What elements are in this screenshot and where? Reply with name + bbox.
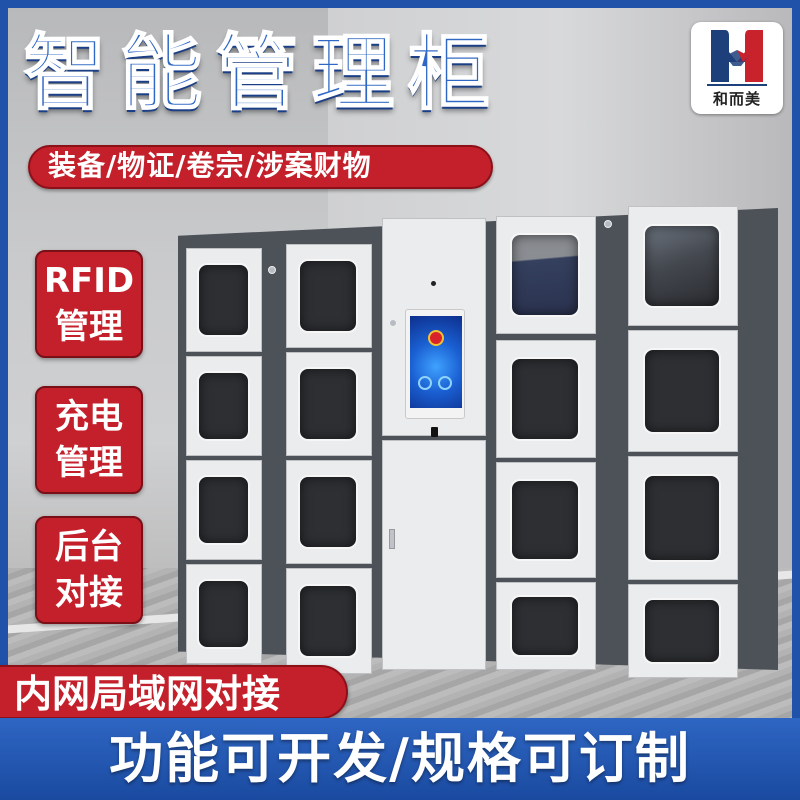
locker-window [643,474,721,562]
feature-line1: RFID [43,261,135,301]
locker-door [286,244,372,348]
locker-door [496,340,596,458]
lock-icon [389,319,397,327]
feature-line2: 管理 [55,443,123,483]
categories-pill: 装备/物证/卷宗/涉案财物 [28,145,493,189]
feature-line2: 管理 [55,307,123,347]
screen-display [410,316,462,408]
locker-door [496,462,596,578]
locker-door [186,356,262,456]
locker-door [496,216,596,334]
locker-door [286,568,372,674]
locker-window [196,263,250,337]
locker-window [196,578,250,650]
locker-door [628,584,738,678]
camera-icon [431,281,436,286]
storage-door [382,440,486,670]
touch-screen [405,309,465,419]
locker-door [286,460,372,564]
room-background: 智能管理柜 和而美 装备/物证/卷宗/涉案财物 RFID 管理 充电 管理 后台… [8,8,792,732]
lock-icon [268,266,276,274]
locker-door [628,330,738,452]
locker-window [643,347,721,435]
feature-badge-backend: 后台 对接 [35,516,143,624]
footer-slogan: 功能可开发/规格可订制 [109,727,691,790]
locker-window [196,474,250,546]
feature-badge-charging: 充电 管理 [35,386,143,494]
terminal-panel [382,218,486,437]
lock-icon [604,220,612,228]
screen-button-icon [418,376,432,390]
feature-badge-rfid: RFID 管理 [35,250,143,358]
logo-text: 和而美 [712,90,761,108]
locker-window [297,367,359,441]
locker-window [643,597,721,665]
page-title: 智能管理柜 [23,25,505,122]
locker-window [509,233,581,317]
locker-door [496,582,596,670]
brand-logo: 和而美 [691,22,783,114]
locker-cabinet [178,200,778,678]
feature-line1: 后台 [55,527,123,567]
network-tag: 内网局域网对接 [0,665,348,719]
card-reader-icon [431,427,438,437]
locker-window [509,357,581,441]
locker-window [509,595,581,657]
locker-door [186,460,262,560]
footer-banner: 功能可开发/规格可订制 [0,718,800,800]
locker-door [186,248,262,352]
locker-door [186,564,262,664]
locker-window [297,583,359,659]
locker-door [628,206,738,326]
handshake-h-icon [707,30,767,86]
locker-window [196,370,250,442]
screen-button-icon [438,376,452,390]
locker-window [643,223,721,309]
police-emblem-icon [428,330,444,346]
feature-line1: 充电 [55,397,123,437]
locker-door [286,352,372,456]
feature-line2: 对接 [55,573,123,613]
locker-window [509,478,581,562]
locker-window [297,259,359,333]
locker-door [628,456,738,580]
door-handle-icon [389,529,395,549]
locker-window [297,475,359,549]
